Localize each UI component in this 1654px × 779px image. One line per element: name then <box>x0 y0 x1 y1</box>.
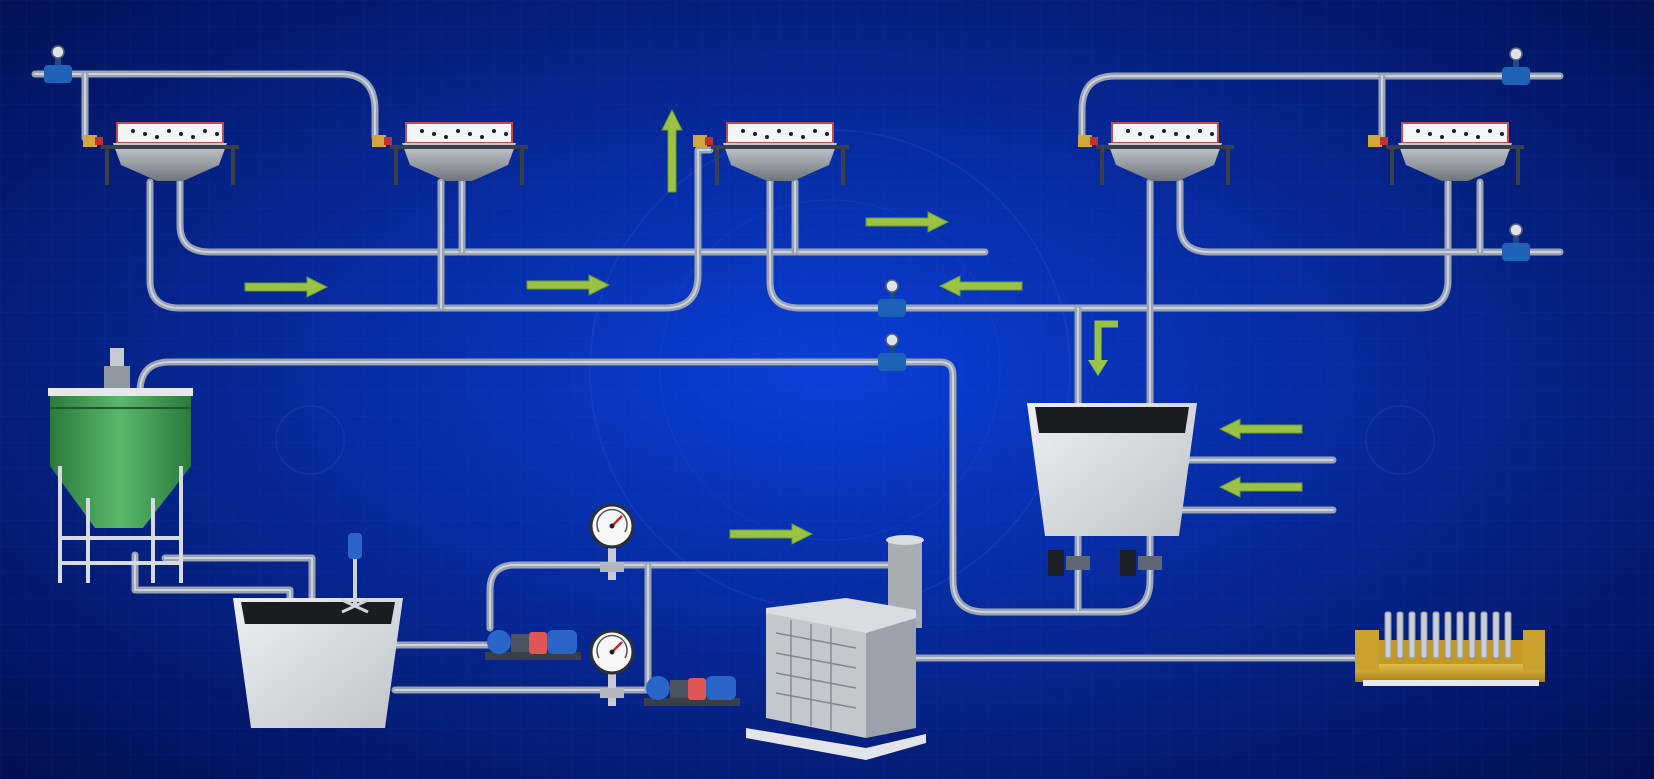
settling-unit[interactable] <box>1368 122 1524 185</box>
building-side <box>866 618 916 738</box>
pipe-pump-1-discharge-highlight <box>489 564 896 629</box>
filter-plate <box>1468 611 1476 659</box>
filter-plate <box>1432 611 1440 659</box>
mixer-motor <box>348 533 362 559</box>
pipe-collector-lower-highlight <box>149 149 711 309</box>
flow-arrow-icon <box>865 211 950 233</box>
flow-arrow-icon <box>244 276 329 298</box>
pump-icon[interactable] <box>644 676 740 706</box>
pipe-collector-right-highlight <box>1179 181 1561 253</box>
pipe-top-right-header-highlight <box>1081 75 1561 139</box>
building-base <box>746 728 926 760</box>
settling-unit[interactable] <box>83 122 239 185</box>
filter-plate <box>1456 611 1464 659</box>
thickener-body <box>50 396 191 528</box>
thickener-drive <box>110 348 124 368</box>
settling-units <box>83 122 1524 185</box>
pipe-return-middle-highlight <box>769 181 1449 309</box>
cone-thickener[interactable] <box>48 348 193 583</box>
pipe-right-tank-outlets-highlight <box>139 361 1151 613</box>
tank-opening <box>241 602 395 624</box>
filter-press-plates <box>1384 611 1512 659</box>
flowmeters <box>44 45 1530 371</box>
mixer[interactable] <box>341 533 369 614</box>
pressure-gauges <box>589 503 635 706</box>
flowmeter-icon[interactable] <box>1502 223 1530 261</box>
settling-unit[interactable] <box>693 122 849 185</box>
pipe-top-left-header-highlight <box>34 73 376 139</box>
right-tank-valves <box>1048 550 1162 576</box>
pipe-collector-upper-highlight <box>179 181 986 253</box>
thickener-legs <box>58 466 183 583</box>
flow-arrow-icon <box>729 523 814 545</box>
flow-arrow-icon <box>938 275 1023 297</box>
filter-plate <box>1396 611 1404 659</box>
flow-arrows <box>244 108 1303 545</box>
pressure-gauge-icon[interactable] <box>589 629 635 706</box>
pipe-network <box>31 70 1564 694</box>
pump-icon[interactable] <box>485 630 581 660</box>
plant-building[interactable] <box>746 535 926 760</box>
mixer-shaft <box>353 559 357 607</box>
concrete-tank-right[interactable] <box>1027 403 1197 536</box>
control-valve-1[interactable] <box>1048 550 1090 576</box>
filter-plate <box>1408 611 1416 659</box>
building-windows <box>775 620 857 730</box>
flow-arrow-icon <box>526 274 611 296</box>
control-valve-2[interactable] <box>1120 550 1162 576</box>
tank-body <box>233 598 403 728</box>
flowmeter-icon[interactable] <box>878 333 906 371</box>
building-chimney-top <box>886 535 924 545</box>
tank-body <box>1027 403 1197 536</box>
filter-press-tail <box>1523 630 1545 670</box>
settling-unit[interactable] <box>1078 122 1234 185</box>
flowmeter-icon[interactable] <box>44 45 72 83</box>
pressure-gauge-icon[interactable] <box>589 503 635 580</box>
mixer-blades <box>341 598 369 614</box>
settling-unit[interactable] <box>372 122 528 185</box>
filter-plate <box>1492 611 1500 659</box>
flowmeter-icon[interactable] <box>878 279 906 317</box>
filter-plate <box>1480 611 1488 659</box>
filter-press-foot <box>1363 680 1539 686</box>
pipe-cone-to-tank-b-highlight <box>164 557 313 613</box>
tank-opening <box>1035 407 1189 433</box>
flow-arrow-icon <box>661 108 683 193</box>
filter-plate <box>1444 611 1452 659</box>
thickener-drive-motor <box>104 366 130 388</box>
flow-arrow-icon <box>1218 418 1303 440</box>
filter-press-base <box>1355 660 1545 682</box>
flow-arrow-icon <box>1218 476 1303 498</box>
filter-press-head <box>1355 630 1379 670</box>
filter-plate <box>1420 611 1428 659</box>
pumps <box>485 630 740 706</box>
concrete-tank-lower-left[interactable] <box>233 598 403 728</box>
thickener-bridge <box>48 388 193 396</box>
flowmeter-icon[interactable] <box>1502 47 1530 85</box>
building-facade <box>766 613 866 738</box>
filter-plate <box>1384 611 1392 659</box>
filter-plate <box>1504 611 1512 659</box>
filter-press[interactable] <box>1355 611 1545 686</box>
flow-arrow-icon <box>1088 320 1118 376</box>
